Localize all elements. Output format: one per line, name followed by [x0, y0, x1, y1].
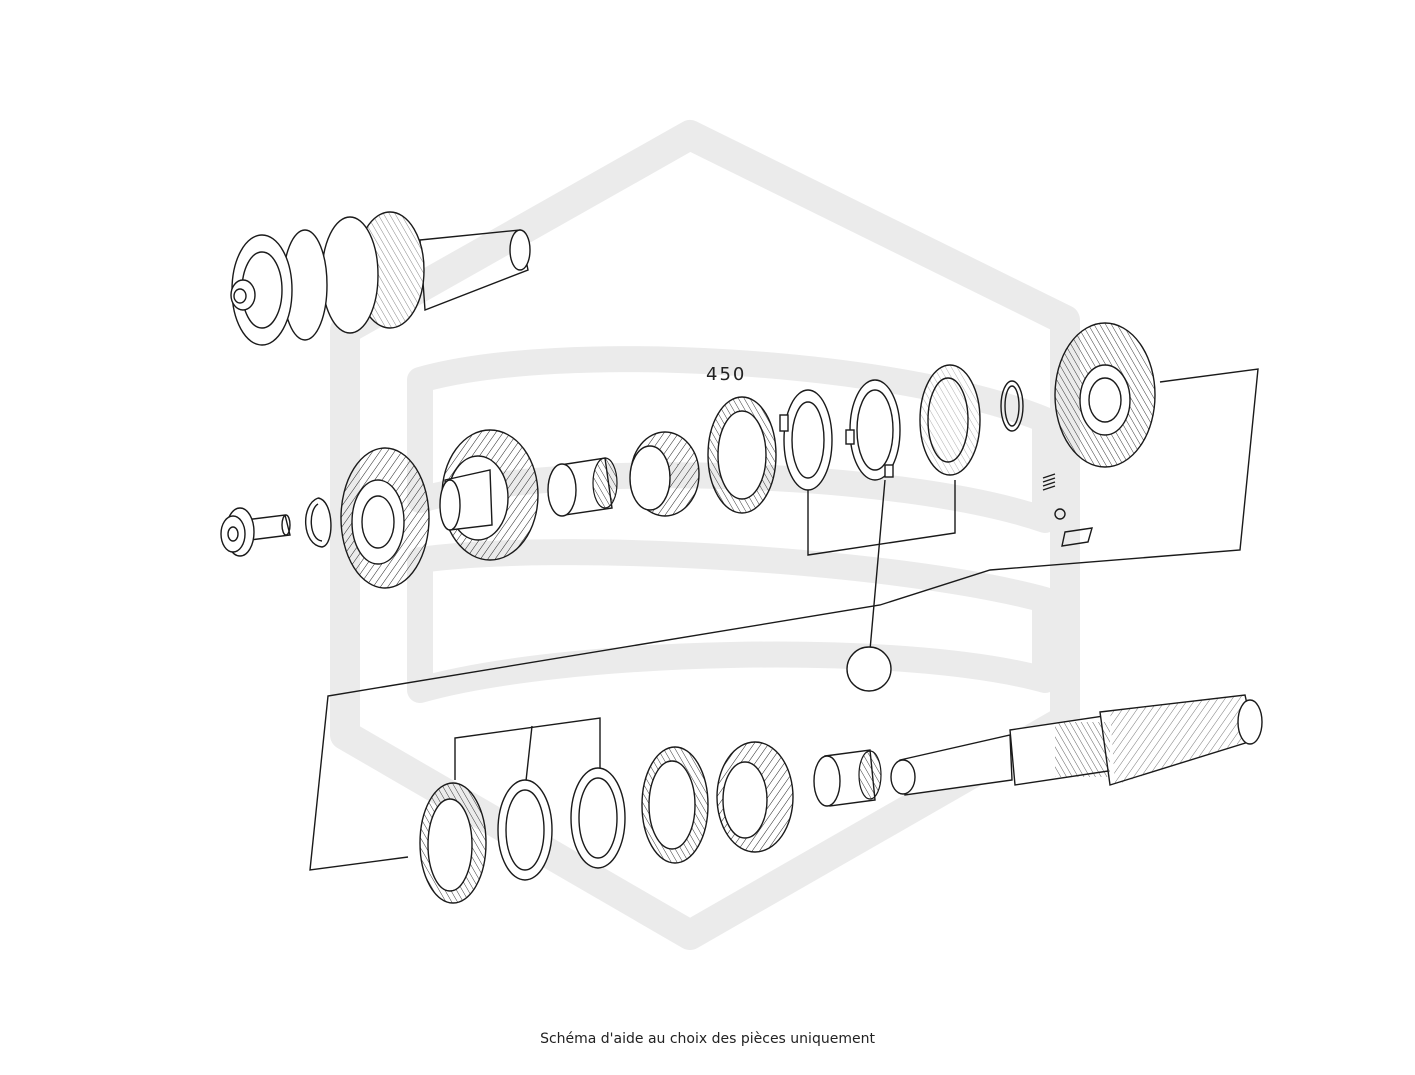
- ball: [1054, 508, 1066, 520]
- synchro-hub-3: [497, 779, 553, 881]
- synchro-hub-2: [845, 379, 901, 481]
- gear-1: [340, 447, 430, 589]
- gear-3: [629, 431, 700, 517]
- callout-label-450: 450: [706, 364, 747, 385]
- main-shaft: [890, 694, 1263, 796]
- key-plate: [1061, 527, 1093, 547]
- bolt: [220, 507, 291, 557]
- synchro-ring-2: [919, 364, 981, 476]
- spring: [1042, 473, 1056, 491]
- snap-ring: [1000, 380, 1024, 432]
- sleeve-gear: [1054, 322, 1156, 468]
- callout-circle[interactable]: [846, 646, 892, 692]
- diagram-caption: Schéma d'aide au choix des pièces unique…: [540, 1031, 875, 1047]
- synchro-ring-3: [419, 782, 487, 904]
- gear-2: [439, 429, 539, 561]
- circlip: [304, 497, 332, 548]
- synchro-ring-4: [641, 746, 709, 864]
- synchro-hub-1: [779, 389, 833, 491]
- counter-shaft-assembly: [230, 211, 531, 346]
- needle-bearing-2: [813, 749, 882, 807]
- gear-4: [716, 741, 794, 853]
- synchro-hub-4: [570, 767, 626, 869]
- needle-bearing-1: [547, 457, 618, 517]
- synchro-ring-1: [707, 396, 777, 514]
- assembly-frame: [309, 368, 1259, 871]
